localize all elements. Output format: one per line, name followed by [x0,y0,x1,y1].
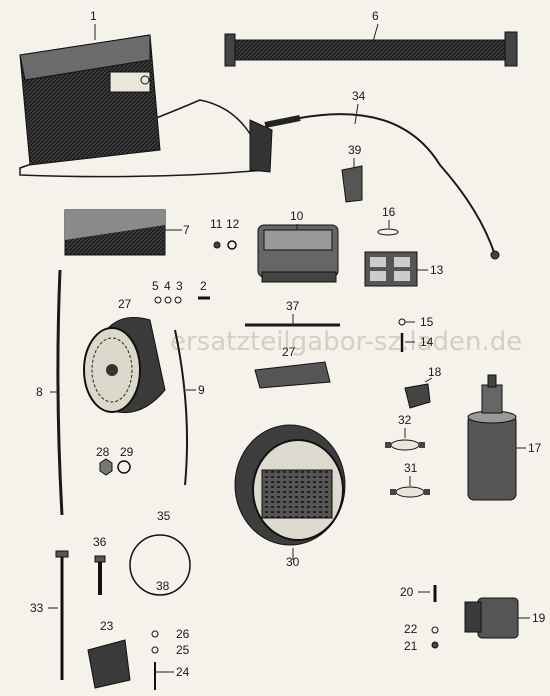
label-27-horn: 27 [118,297,132,311]
part-26-washer [151,630,159,638]
part-39-clip [341,165,363,203]
part-5-washer [154,296,162,304]
part-9-cable [174,329,189,486]
watermark-text: ersatzteilgabor-sz.laden.de [170,327,522,357]
part-16-gasket [377,228,399,236]
label-23: 23 [100,619,114,633]
label-26: 26 [176,627,190,641]
label-34: 34 [352,89,366,103]
label-11: 11 [210,217,223,231]
label-36: 36 [93,535,107,549]
part-12-washer [227,240,237,250]
label-33: 33 [30,601,44,615]
label-1: 1 [90,9,97,23]
part-36-bolt-head [94,555,106,563]
part-28-nut [99,458,113,476]
part-22-washer [431,626,439,634]
part-29-washer [117,460,131,474]
part-33-bolt-head [55,550,69,558]
label-4: 4 [164,279,171,293]
part-30-tail-light [234,424,346,546]
part-27-bracket [254,361,331,389]
label-24: 24 [176,665,190,679]
label-39: 39 [348,143,362,157]
label-18: 18 [428,365,442,379]
part-32-bulb [385,439,425,451]
label-21: 21 [404,639,418,653]
label-9: 9 [198,383,205,397]
label-32: 32 [398,413,412,427]
label-29: 29 [120,445,134,459]
part-23-bracket [87,639,131,689]
label-16: 16 [382,205,396,219]
label-19: 19 [532,611,546,625]
label-35: 35 [157,509,171,523]
label-7: 7 [183,223,190,237]
label-38: 38 [156,579,170,593]
part-27-horn [83,317,166,413]
part-21-nut [431,641,439,649]
label-17: 17 [528,441,542,455]
leader-lines [48,23,530,673]
label-3: 3 [176,279,183,293]
label-5: 5 [152,279,159,293]
part-13-terminal-block [364,251,418,287]
part-19-clamp [464,597,519,639]
label-8: 8 [36,385,43,399]
label-12: 12 [226,217,240,231]
part-1-battery-box [19,34,266,178]
label-25: 25 [176,643,190,657]
part-31-bulb [390,486,430,498]
part-8-cable [56,269,64,516]
label-28: 28 [96,445,110,459]
part-4-washer [164,296,172,304]
part-35-ring-clamp [129,534,191,596]
part-17-ignition-coil [467,374,517,501]
label-2: 2 [200,279,207,293]
label-27-bracket: 27 [282,345,296,359]
part-11-screw [213,241,221,249]
label-6: 6 [372,9,379,23]
label-13: 13 [430,263,444,277]
part-3-nut [174,296,182,304]
label-14: 14 [420,335,434,349]
label-20: 20 [400,585,414,599]
part-25-washer [151,646,159,654]
part-18-connector [404,383,431,409]
label-31: 31 [404,461,418,475]
label-30: 30 [286,555,300,569]
part-34-spark-plug-cable [249,113,500,260]
label-15: 15 [420,315,434,329]
label-37: 37 [286,299,300,313]
label-10: 10 [290,209,304,223]
part-7-plate-highlight [65,210,165,240]
part-6-support-bar [224,31,518,67]
part-10-voltage-regulator [257,224,339,283]
label-22: 22 [404,622,418,636]
